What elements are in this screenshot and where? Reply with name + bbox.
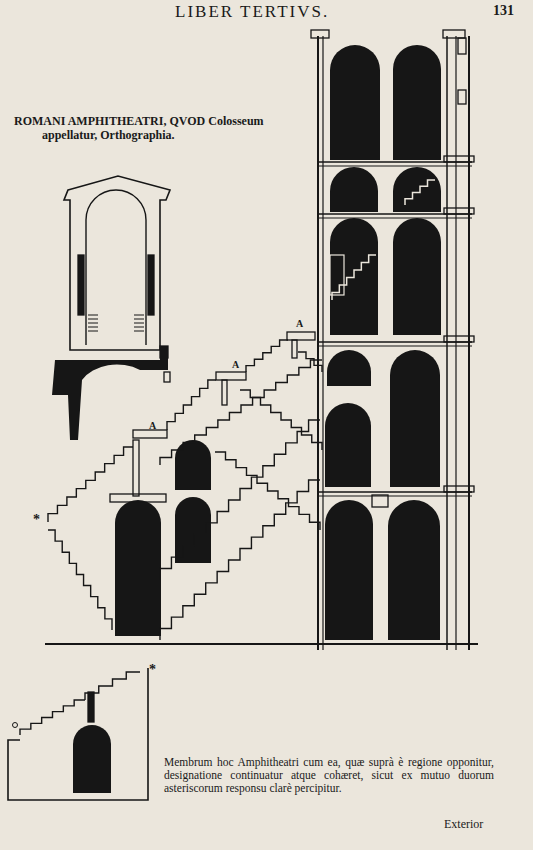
arch-opening (388, 500, 440, 640)
post (222, 380, 227, 405)
callout-letter: A (232, 359, 246, 371)
inset-frame (8, 668, 148, 800)
arch-opening (393, 218, 441, 335)
step-tread (134, 327, 144, 328)
arch-opening (330, 218, 378, 335)
cornice (318, 218, 472, 219)
cornice-block (444, 336, 474, 342)
inset-steps (20, 700, 85, 735)
step-tread (88, 331, 98, 332)
impost (372, 495, 388, 507)
step-tread (330, 380, 370, 381)
step-tread (134, 319, 144, 320)
post-cap (287, 332, 315, 340)
inset-arch (73, 725, 111, 793)
cavea-steps (167, 380, 216, 430)
pilaster (455, 36, 456, 650)
wall-hatch (148, 255, 154, 315)
capital (443, 30, 465, 38)
post-cap (216, 372, 246, 380)
cornice (318, 496, 472, 497)
arch-opening (393, 167, 441, 212)
step-tread (134, 331, 144, 332)
cornice-block (444, 486, 474, 492)
inner-arch (86, 190, 146, 345)
cavea-steps (48, 447, 133, 522)
bracket (458, 38, 466, 54)
cavea-steps (246, 340, 288, 372)
ring (13, 723, 18, 728)
page-number: 131 (493, 3, 529, 19)
step-tread (134, 315, 144, 316)
vault-steps (215, 452, 320, 530)
vault-base (52, 350, 168, 440)
inner-stair (332, 255, 376, 300)
cornice (318, 166, 472, 167)
step-tread (88, 319, 98, 320)
running-head: LIBER TERTIVS. (175, 2, 375, 22)
ground-line (45, 643, 478, 645)
plate-title: ROMANI AMPHITHEATRI, QVOD Colosseum appe… (14, 115, 264, 143)
arch-opening (325, 500, 373, 640)
colosseum-section (8, 30, 478, 800)
vault-steps (160, 480, 320, 640)
bracket (458, 90, 466, 104)
post-cap (133, 430, 167, 438)
asterisk-mark: * (149, 662, 163, 678)
cornice (318, 346, 472, 347)
arch-opening (393, 45, 441, 160)
vault-steps (160, 420, 320, 580)
arch-opening (115, 500, 161, 636)
impost (110, 494, 166, 502)
arch-opening (330, 167, 378, 212)
arch-opening (390, 350, 440, 487)
capital (311, 30, 329, 38)
step-tread (88, 315, 98, 316)
callout-letter: A (296, 318, 310, 330)
gable-section (64, 176, 170, 350)
post (133, 440, 139, 496)
vault-steps (48, 530, 112, 630)
catchword: Exterior (444, 818, 524, 832)
cornice-block (444, 156, 474, 162)
step-tread (330, 372, 370, 373)
inner-stair (405, 180, 435, 205)
arch-opening (330, 45, 380, 160)
step-tread (134, 323, 144, 324)
arch-opening (325, 403, 371, 487)
step-tread (330, 384, 370, 385)
step-tread (330, 376, 370, 377)
arch-opening (327, 350, 371, 386)
inner-stair (330, 255, 344, 295)
callout-letter: A (149, 420, 163, 432)
plate-caption: Membrum hoc Amphitheatri cum ea, quæ sup… (164, 756, 494, 796)
cornice-block (444, 208, 474, 214)
pilaster (446, 36, 448, 650)
asterisk-mark: * (33, 512, 47, 528)
wall-hatch (78, 255, 84, 315)
step-tread (88, 323, 98, 324)
pilaster (468, 36, 470, 650)
post (292, 340, 297, 358)
wall-edge (317, 36, 319, 650)
post (88, 692, 94, 722)
bracket (164, 372, 170, 382)
arch-opening (175, 440, 211, 490)
wall-edge (322, 36, 323, 650)
vault-steps (160, 360, 322, 465)
step-tread (88, 327, 98, 328)
